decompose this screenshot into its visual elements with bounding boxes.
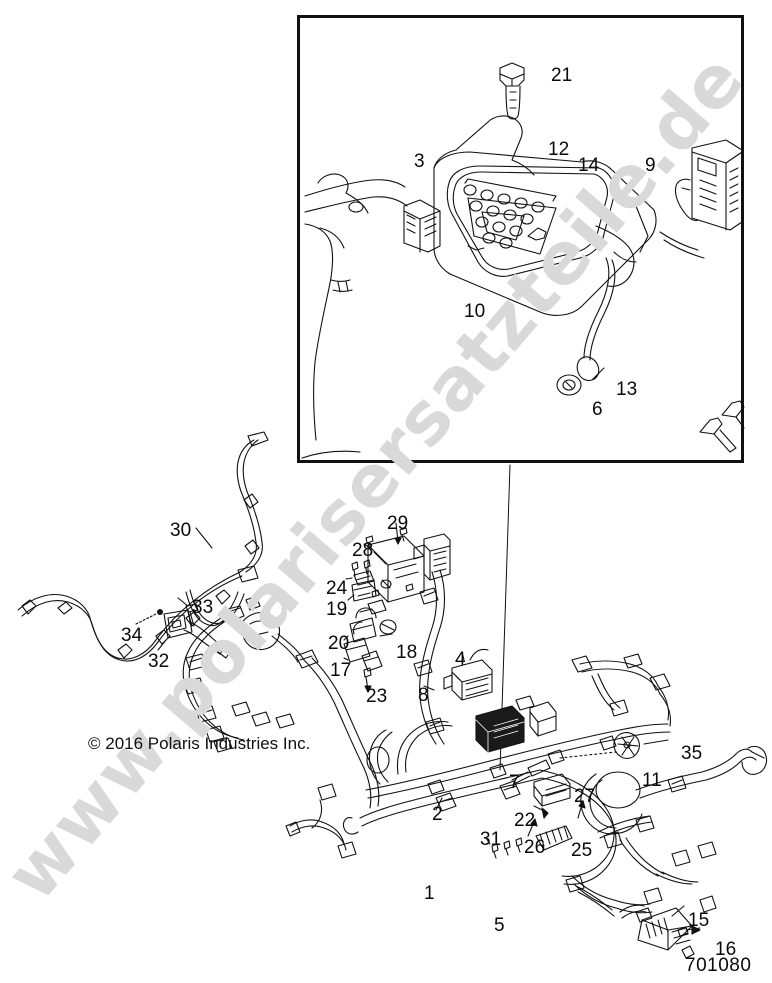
callout-34[interactable]: 34 [121,625,143,646]
part-number: 701080 [685,955,752,976]
callout-9[interactable]: 9 [645,155,656,176]
inset-drawing [301,62,745,459]
copyright-notice: © 2016 Polaris Industries Inc. [88,734,311,753]
callout-5[interactable]: 5 [494,915,505,936]
callout-32[interactable]: 32 [148,651,170,672]
callout-16[interactable]: 16 [715,939,737,960]
callout-15[interactable]: 15 [688,910,710,931]
callout-6[interactable]: 6 [592,399,603,420]
right-harness [559,653,768,914]
callout-25[interactable]: 25 [571,840,593,861]
callout-22[interactable]: 22 [514,810,536,831]
sub-harness-30 [17,431,269,662]
callout-19[interactable]: 19 [326,599,348,620]
bracket-32 [135,597,231,659]
cable-8 [413,569,446,745]
callout-35[interactable]: 35 [681,743,703,764]
callout-11[interactable]: 11 [642,770,662,791]
callout-30[interactable]: 30 [170,520,192,541]
callout-13[interactable]: 13 [616,379,638,400]
callout-10[interactable]: 10 [464,301,486,322]
callout-1[interactable]: 1 [424,883,435,904]
callout-27[interactable]: 27 [574,786,596,807]
callout-29[interactable]: 29 [387,513,409,534]
fuse-box-center [475,695,557,753]
callout-3[interactable]: 3 [414,151,425,172]
relay-group [343,559,397,693]
callout-31[interactable]: 31 [480,829,502,850]
callout-20[interactable]: 20 [328,633,350,654]
callout-2[interactable]: 2 [432,804,443,825]
detail-inset-frame [297,15,744,463]
callout-23[interactable]: 23 [366,686,388,707]
callout-7[interactable]: 7 [509,772,520,793]
callout-4[interactable]: 4 [455,649,466,670]
regulator-15 [575,885,701,959]
main-rail [342,720,671,885]
callout-24[interactable]: 24 [326,578,348,599]
harness-cluster-left [182,565,380,809]
callout-12[interactable]: 12 [548,139,570,160]
lower-center-items [485,759,586,859]
callout-33[interactable]: 33 [192,597,214,618]
callout-21[interactable]: 21 [551,65,573,86]
callout-18[interactable]: 18 [396,642,418,663]
connector-4 [443,648,493,701]
stray-lead-lower-left [285,783,357,859]
callout-28[interactable]: 28 [352,540,374,561]
callout-26[interactable]: 26 [524,837,546,858]
callout-14[interactable]: 14 [578,155,600,176]
ecu-module-28 [363,522,451,603]
detached-lead-lower-right [597,815,653,839]
callout-17[interactable]: 17 [330,660,352,681]
callout-8[interactable]: 8 [418,685,429,706]
